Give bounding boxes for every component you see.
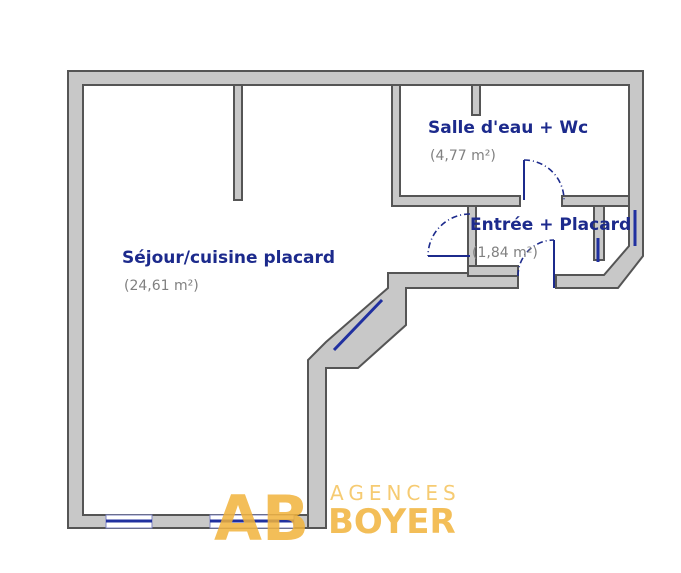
room-area-entree: (1,84 m²): [472, 245, 538, 261]
corridor-wall: [307, 272, 519, 529]
bathroom-wall: [391, 84, 521, 207]
door-entree: [517, 239, 555, 288]
bathroom-wall-stub: [471, 84, 481, 116]
placard-door: [596, 210, 637, 262]
door-bathroom: [523, 159, 565, 201]
window-bottom-right: [209, 514, 295, 529]
interior-wall-stub: [233, 84, 243, 201]
agency-logo: AB AGENCES BOYER: [214, 481, 461, 555]
logo-boyer-text: BOYER: [328, 502, 456, 542]
entree-wall-bottom-left: [467, 265, 519, 277]
door-sejour: [427, 213, 471, 257]
room-area-sejour: (24,61 m²): [124, 278, 199, 294]
logo-agences-text: AGENCES: [330, 481, 461, 505]
room-name-entree: Entrée + Placard: [470, 215, 631, 235]
window-diagonal: [332, 298, 384, 352]
window-bottom-left: [105, 514, 153, 529]
logo-ab-monogram: AB: [214, 482, 309, 555]
room-area-salle-eau: (4,77 m²): [430, 148, 496, 164]
room-name-salle-eau: Salle d'eau + Wc: [428, 118, 588, 138]
outer-wall: [67, 70, 644, 529]
bathroom-wall-right: [561, 195, 630, 207]
room-name-sejour: Séjour/cuisine placard: [122, 248, 335, 268]
